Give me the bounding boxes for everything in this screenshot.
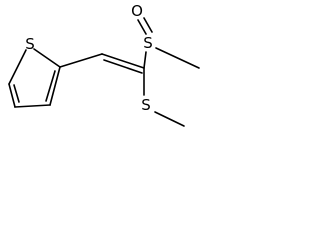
atom-thioether-sulfur: S <box>141 96 151 114</box>
bond-s1-c5 <box>8 49 27 85</box>
atom-sulfoxide-sulfur: S <box>143 34 153 52</box>
bond-vinyl-to-sulfoxide <box>143 51 147 69</box>
bond-s-o-a <box>137 19 147 35</box>
bond-sulfoxide-to-methyl <box>155 47 200 69</box>
bond-vinyl-double-a <box>101 53 145 69</box>
bond-c4-c5-double <box>13 84 20 103</box>
bond-c3-c4 <box>14 104 51 108</box>
bond-thioether-to-methyl <box>154 111 185 127</box>
bond-s-o-b <box>143 17 153 33</box>
bond-ring-to-vinyl <box>59 53 103 68</box>
atom-thiophene-sulfur: S <box>25 35 35 53</box>
atom-sulfoxide-oxygen: O <box>131 2 143 20</box>
bond-c2-c3-double <box>45 70 56 102</box>
bond-c2-c3 <box>49 66 61 106</box>
bond-c4-c5 <box>8 83 16 108</box>
bond-s1-c2 <box>33 48 61 68</box>
thiophene-ring <box>8 48 61 108</box>
molecule-diagram: S S O S <box>8 2 200 127</box>
bond-vinyl-double-b <box>103 59 143 74</box>
chemical-structure-canvas: S S O S <box>0 0 210 134</box>
atom-labels: S S O S <box>25 2 153 114</box>
